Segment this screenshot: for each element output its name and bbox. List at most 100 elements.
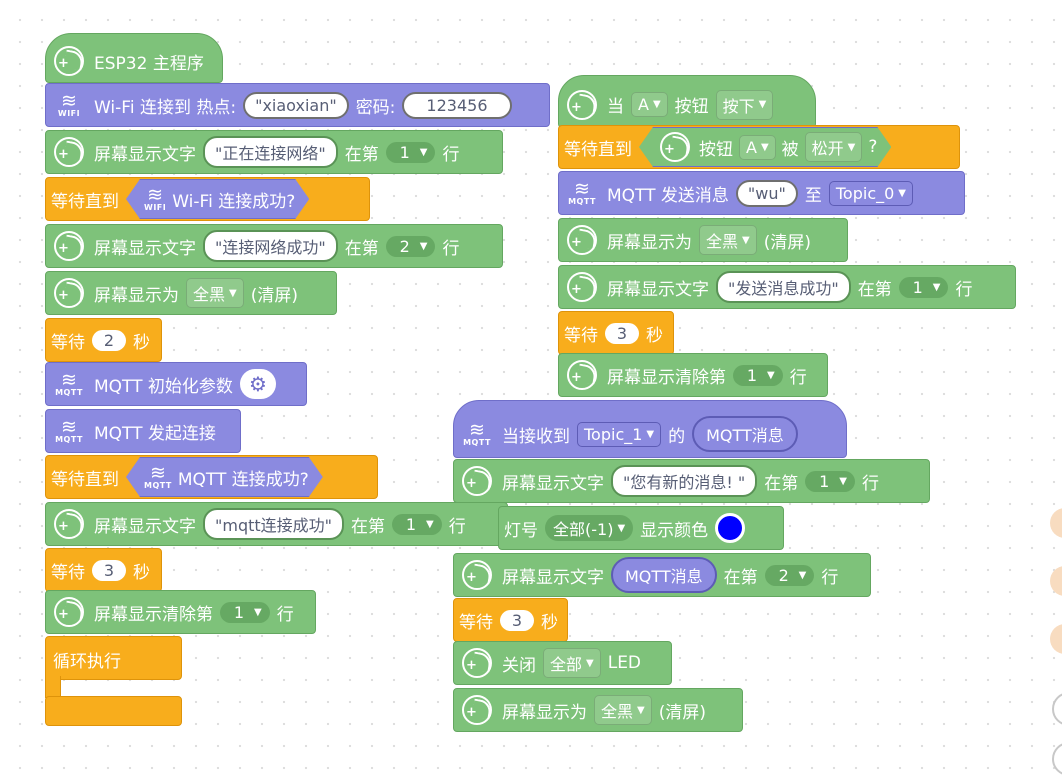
wifi-connected-condition[interactable]: ≋WIFI Wi-Fi 连接成功?	[126, 179, 309, 219]
wait-until-release-block[interactable]: 等待直到 按钮 A▼ 被 松开▼ ?	[558, 125, 960, 169]
wait-seconds-block-2[interactable]: 等待 3 秒	[45, 548, 162, 592]
led-color-block[interactable]: 灯号 全部(-1)▼ 显示颜色	[498, 506, 784, 550]
show-text-block-1[interactable]: 屏幕显示文字 "您有新的消息! " 在第 1▼ 行	[453, 459, 930, 503]
line-dropdown[interactable]: 1▼	[733, 364, 783, 386]
line-dropdown[interactable]: 2▼	[385, 235, 436, 257]
clear-label: (清屏)	[658, 702, 706, 723]
forever-loop-side	[45, 676, 61, 698]
hat-label: ESP32 主程序	[94, 53, 204, 74]
seconds-input[interactable]: 2	[92, 329, 126, 351]
seconds-input[interactable]: 3	[500, 609, 534, 631]
wait-until-label: 等待直到	[51, 469, 119, 490]
row-label: 行	[821, 567, 839, 588]
message-input[interactable]: "wu"	[735, 179, 798, 207]
line-dropdown[interactable]: 1▼	[220, 601, 270, 623]
topic-dropdown[interactable]: Topic_1▼	[577, 421, 662, 447]
button-released-condition[interactable]: 按钮 A▼ 被 松开▼ ?	[639, 127, 891, 167]
show-text-block-1[interactable]: 屏幕显示文字 "正在连接网络" 在第 1▼ 行	[45, 130, 503, 174]
line-dropdown[interactable]: 1▼	[805, 470, 855, 492]
cyberpi-icon	[459, 693, 495, 727]
fill-dropdown[interactable]: 全黑▼	[699, 225, 757, 255]
text-input[interactable]: "连接网络成功"	[203, 230, 338, 262]
show-text-label: 屏幕显示文字	[94, 516, 196, 537]
cyberpi-icon	[564, 88, 600, 122]
row-label: 行	[789, 367, 807, 388]
cyberpi-icon	[564, 223, 600, 257]
esp32-main-hat-block[interactable]: ESP32 主程序	[45, 33, 223, 83]
state-dropdown[interactable]: 按下▼	[715, 89, 774, 120]
button-dropdown[interactable]: A▼	[739, 135, 776, 160]
screen-fill-block[interactable]: 屏幕显示为 全黑▼ (清屏)	[558, 218, 848, 262]
wait-seconds-block[interactable]: 等待 3 秒	[453, 598, 568, 642]
mqtt-receive-hat-block[interactable]: ≋MQTT 当接收到 Topic_1▼ 的 MQTT消息	[453, 400, 847, 458]
screen-fill-block[interactable]: 屏幕显示为 全黑▼ (清屏)	[45, 271, 337, 315]
wait-label: 等待	[51, 332, 85, 353]
mqtt-message-reporter[interactable]: MQTT消息	[692, 416, 798, 452]
at-label: 在第	[857, 279, 892, 300]
wait-label: 等待	[564, 325, 598, 346]
wait-until-block-2[interactable]: 等待直到 ≋MQTT MQTT 连接成功?	[45, 455, 378, 499]
button-pressed-hat-block[interactable]: 当 A▼ 按钮 按下▼	[558, 75, 816, 128]
password-input[interactable]: 123456	[402, 91, 512, 119]
text-input[interactable]: "发送消息成功"	[716, 271, 851, 303]
show-text-block[interactable]: 屏幕显示文字 "发送消息成功" 在第 1▼ 行	[558, 265, 1016, 309]
clear-line-block[interactable]: 屏幕显示清除第 1▼ 行	[45, 590, 316, 634]
show-text-block-2[interactable]: 屏幕显示文字 MQTT消息 在第 2▼ 行	[453, 553, 871, 597]
mqtt-message-reporter[interactable]: MQTT消息	[611, 557, 717, 593]
wait-until-block-1[interactable]: 等待直到 ≋WIFI Wi-Fi 连接成功?	[45, 177, 370, 221]
mqtt-connected-condition[interactable]: ≋MQTT MQTT 连接成功?	[126, 457, 323, 497]
seconds-input[interactable]: 3	[92, 559, 126, 581]
led-dropdown[interactable]: 全部▼	[543, 648, 601, 678]
button-label: 按钮	[674, 97, 709, 117]
line-dropdown[interactable]: 1▼	[898, 276, 949, 298]
row-label: 行	[955, 279, 973, 300]
question-label: ?	[868, 137, 878, 157]
redo-button[interactable]	[1052, 742, 1062, 776]
when-received-label: 当接收到	[502, 426, 570, 447]
seconds-input[interactable]: 3	[605, 322, 639, 344]
led-label: 灯号	[504, 520, 538, 541]
zoom-out-button[interactable]	[1050, 566, 1062, 596]
screen-fill-label: 屏幕显示为	[607, 232, 692, 253]
undo-button[interactable]	[1052, 692, 1062, 726]
reset-zoom-button[interactable]	[1050, 624, 1062, 654]
show-text-block-2[interactable]: 屏幕显示文字 "连接网络成功" 在第 2▼ 行	[45, 224, 503, 268]
line-dropdown[interactable]: 1▼	[392, 513, 442, 535]
condition-label: Wi-Fi 连接成功?	[172, 191, 296, 212]
ssid-input[interactable]: "xiaoxian"	[243, 91, 349, 119]
screen-fill-block[interactable]: 屏幕显示为 全黑▼ (清屏)	[453, 688, 743, 732]
mqtt-icon: ≋MQTT	[568, 177, 596, 206]
fill-dropdown[interactable]: 全黑▼	[594, 695, 652, 725]
topic-dropdown[interactable]: Topic_0▼	[828, 180, 913, 206]
led-suffix-label: LED	[607, 653, 642, 673]
settings-gear-icon[interactable]: ⚙	[239, 369, 276, 399]
line-dropdown[interactable]: 2▼	[764, 564, 815, 586]
clear-line-block[interactable]: 屏幕显示清除第 1▼ 行	[558, 353, 828, 397]
fill-dropdown[interactable]: 全黑▼	[186, 278, 244, 308]
color-picker[interactable]	[715, 513, 746, 543]
wait-seconds-block[interactable]: 等待 3 秒	[558, 311, 674, 355]
state-dropdown[interactable]: 松开▼	[805, 132, 863, 162]
wifi-connect-block[interactable]: ≋WIFI Wi-Fi 连接到 热点: "xiaoxian" 密码: 12345…	[45, 83, 550, 127]
text-input[interactable]: "您有新的消息! "	[611, 465, 758, 497]
wait-seconds-block-1[interactable]: 等待 2 秒	[45, 318, 162, 362]
forever-loop-block[interactable]: 循环执行	[45, 636, 182, 680]
show-text-label: 屏幕显示文字	[502, 473, 604, 494]
button-dropdown[interactable]: A▼	[631, 92, 668, 117]
line-dropdown[interactable]: 1▼	[385, 141, 436, 163]
zoom-in-button[interactable]	[1050, 508, 1062, 538]
text-input[interactable]: "正在连接网络"	[203, 136, 338, 168]
text-input[interactable]: "mqtt连接成功"	[203, 508, 345, 540]
led-off-block[interactable]: 关闭 全部▼ LED	[453, 641, 672, 685]
show-text-label: 屏幕显示文字	[94, 144, 196, 165]
mqtt-connect-block[interactable]: ≋MQTT MQTT 发起连接	[45, 409, 241, 453]
seconds-label: 秒	[541, 612, 558, 633]
is-label: 被	[781, 139, 799, 160]
mqtt-send-block[interactable]: ≋MQTT MQTT 发送消息 "wu" 至 Topic_0▼	[558, 171, 965, 215]
show-text-block-3[interactable]: 屏幕显示文字 "mqtt连接成功" 在第 1▼ 行	[45, 502, 508, 546]
at-label: 在第	[351, 516, 386, 537]
mqtt-init-block[interactable]: ≋MQTT MQTT 初始化参数 ⚙	[45, 362, 307, 406]
seconds-label: 秒	[133, 562, 150, 583]
led-dropdown[interactable]: 全部(-1)▼	[545, 515, 634, 541]
cyberpi-icon	[459, 558, 495, 592]
